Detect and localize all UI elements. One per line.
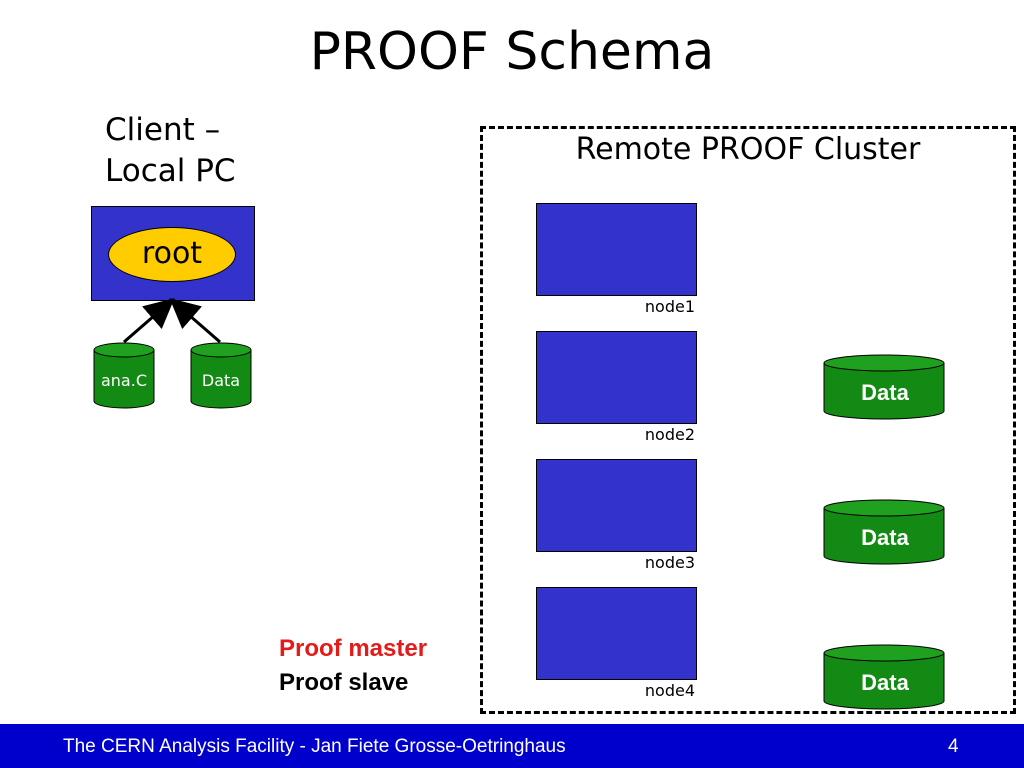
node1-label: node1 <box>644 297 695 316</box>
page-number: 4 <box>948 736 959 757</box>
cluster-data-disk-1-label: Data <box>861 380 909 405</box>
client-title-line1: Client – <box>105 112 221 148</box>
arrow-data-to-root <box>169 298 221 344</box>
arrow-anac-to-root <box>123 298 175 344</box>
cluster-data-disk-2: Data <box>823 499 945 565</box>
disk-client-data-label: Data <box>202 371 240 390</box>
disk-client-data: Data <box>190 342 252 409</box>
node4-box <box>536 587 697 680</box>
node1-box <box>536 203 697 296</box>
legend-proof-master: Proof master <box>279 635 428 662</box>
remote-cluster-boundary <box>480 126 1016 714</box>
footer-bar <box>0 724 1024 768</box>
node2-label: node2 <box>644 425 695 444</box>
cluster-data-disk-3-label: Data <box>861 670 909 695</box>
cluster-data-disk-1: Data <box>823 354 945 420</box>
client-title: Client – Local PC <box>105 110 236 192</box>
root-ellipse: root <box>108 227 236 282</box>
node3-label: node3 <box>644 553 695 572</box>
client-title-line2: Local PC <box>105 153 236 189</box>
footer-text: The CERN Analysis Facility - Jan Fiete G… <box>63 736 566 757</box>
legend-proof-slave: Proof slave <box>279 669 409 696</box>
slide-title: PROOF Schema <box>309 22 715 82</box>
node4-label: node4 <box>644 681 695 700</box>
cluster-title: Remote PROOF Cluster <box>575 132 921 167</box>
node3-box <box>536 459 697 552</box>
cluster-data-disk-3: Data <box>823 644 945 710</box>
cluster-data-disk-2-label: Data <box>861 525 909 550</box>
disk-anac-label: ana.C <box>101 371 147 390</box>
node2-box <box>536 331 697 424</box>
disk-anac: ana.C <box>93 342 155 409</box>
